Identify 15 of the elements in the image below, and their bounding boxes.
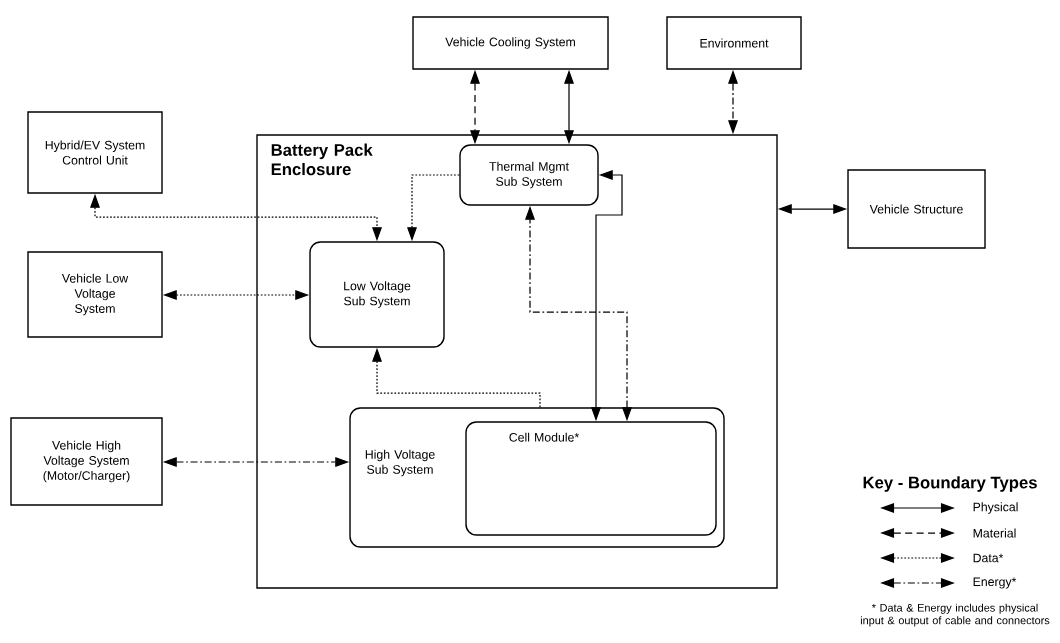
box: Vehicle Cooling System <box>412 16 609 70</box>
rounded-box: Low Voltage Sub System <box>309 241 445 348</box>
rounded-box: Thermal Mgmt Sub System <box>459 144 599 206</box>
box: Hybrid/EV System Control Unit <box>27 111 163 194</box>
footnote: * Data & Energy includes physical input & output of cable and connectors <box>860 603 1050 627</box>
legend-label: Energy* <box>973 577 1017 589</box>
box: Vehicle Structure <box>847 169 986 249</box>
box: Environment <box>666 16 802 70</box>
legend-label: Data* <box>973 553 1004 563</box>
legend-title: Key - Boundary Types <box>863 476 1037 492</box>
box: Vehicle High Voltage System (Motor/Charger) <box>10 417 163 506</box>
rounded-box: Cell Module* <box>465 421 717 536</box>
box: Vehicle Low Voltage System <box>27 251 163 338</box>
legend-label: Physical <box>973 502 1018 514</box>
legend-label: Material <box>973 528 1016 538</box>
